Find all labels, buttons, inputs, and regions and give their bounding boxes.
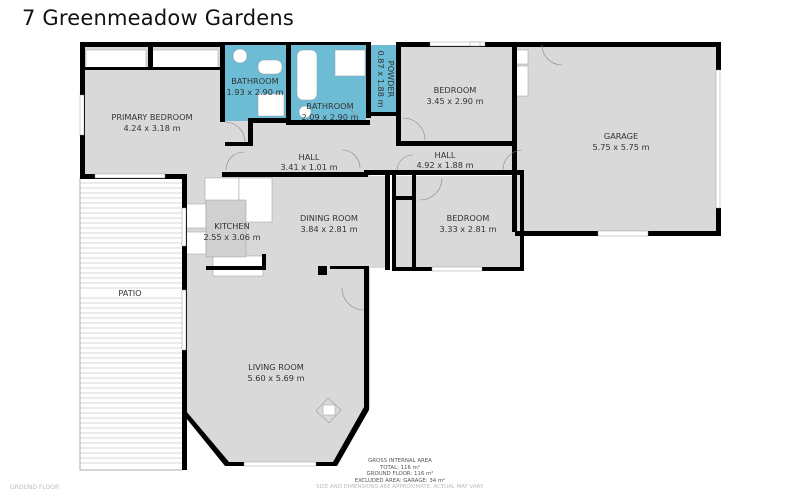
room-dims-dining-room: 3.84 x 2.81 m xyxy=(300,224,357,234)
room-dims-hall-1: 3.41 x 1.01 m xyxy=(280,162,337,172)
room-dims-primary-bedroom: 4.24 x 3.18 m xyxy=(123,123,180,133)
room-dims-kitchen: 2.55 x 3.06 m xyxy=(203,232,260,242)
patio xyxy=(79,177,184,471)
floor-label: GROUND FLOOR xyxy=(10,484,60,491)
room-dims-living-room: 5.60 x 5.69 m xyxy=(247,373,304,383)
room-dims-bedroom-1: 3.45 x 2.90 m xyxy=(426,96,483,106)
room-name-hall-2: HALL xyxy=(435,150,456,160)
kitchen-island xyxy=(205,199,247,258)
room-labels: PRIMARY BEDROOM 4.24 x 3.18 m BATHROOM 1… xyxy=(111,50,649,383)
area-disclaimer: SIZE AND DIMENSIONS ARE APPROXIMATE, ACT… xyxy=(316,484,484,491)
room-name-bedroom-2: BEDROOM xyxy=(447,213,490,223)
area-heading: GROSS INTERNAL AREA xyxy=(368,458,432,464)
room-name-primary-bedroom: PRIMARY BEDROOM xyxy=(111,112,192,122)
door-swings xyxy=(224,44,563,311)
room-name-powder: POWDER xyxy=(386,61,396,98)
room-name-bedroom-1: BEDROOM xyxy=(434,85,477,95)
room-name-patio: PATIO xyxy=(118,288,141,298)
fixtures xyxy=(85,48,529,424)
area-ground-floor: GROUND FLOOR: 116 m² xyxy=(366,471,434,478)
room-dims-powder: 0.87 x 1.88 m xyxy=(376,50,386,107)
room-dims-garage: 5.75 x 5.75 m xyxy=(592,142,649,152)
room-name-hall-1: HALL xyxy=(299,152,320,162)
room-dims-bathroom-1: 1.93 x 2.90 m xyxy=(226,87,283,97)
room-name-garage: GARAGE xyxy=(604,131,638,141)
room-name-bathroom-1: BATHROOM xyxy=(231,76,278,86)
room-dims-hall-2: 4.92 x 1.88 m xyxy=(416,160,473,170)
room-dims-bedroom-2: 3.33 x 2.81 m xyxy=(439,224,496,234)
room-dims-bathroom-2: 2.09 x 2.90 m xyxy=(301,112,358,122)
page-title: 7 Greenmeadow Gardens xyxy=(22,6,295,30)
windows xyxy=(79,41,721,467)
area-total: TOTAL: 116 m² xyxy=(379,464,421,471)
room-name-dining-room: DINING ROOM xyxy=(300,213,358,223)
room-name-living-room: LIVING ROOM xyxy=(248,362,304,372)
room-name-bathroom-2: BATHROOM xyxy=(306,101,353,111)
room-name-kitchen: KITCHEN xyxy=(214,221,249,231)
area-summary: GROSS INTERNAL AREA TOTAL: 116 m² GROUND… xyxy=(316,458,484,491)
area-excluded: EXCLUDED AREA: GARAGE: 34 m² xyxy=(354,477,446,484)
